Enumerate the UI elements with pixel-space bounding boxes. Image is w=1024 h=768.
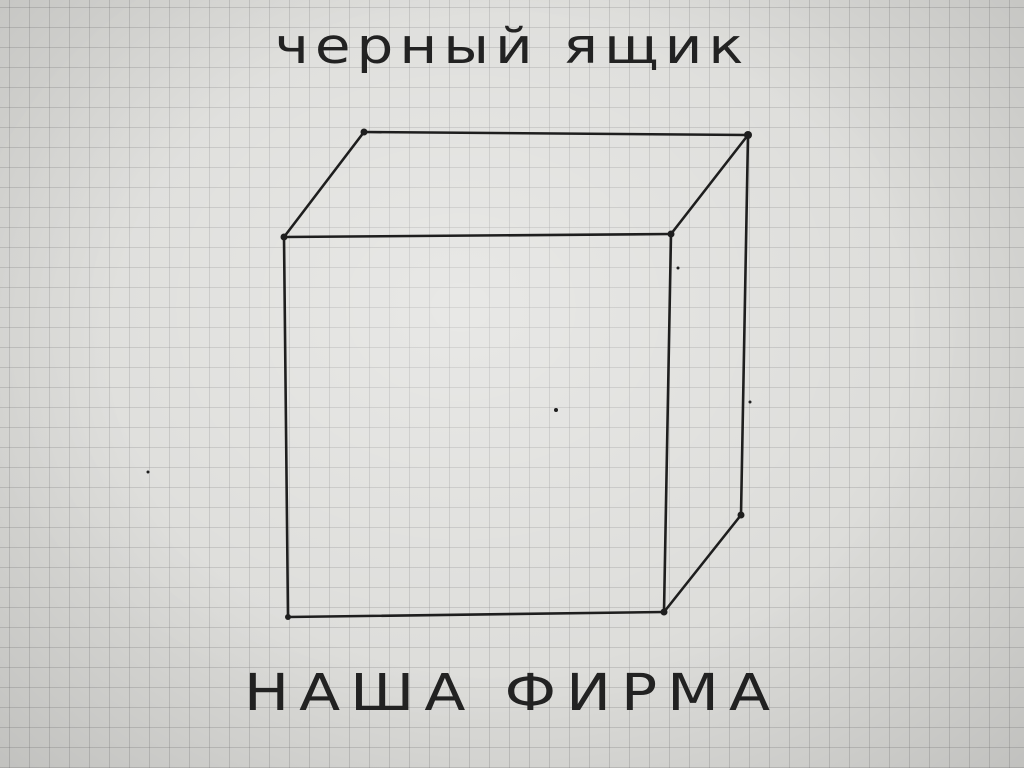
- cube-front-bottom-edge: [286, 610, 666, 619]
- drawing-title: черный ящик: [274, 17, 750, 75]
- cube-vertex: [280, 233, 288, 241]
- cube-top-back-edge: [362, 130, 750, 137]
- pen-mark: [554, 408, 558, 412]
- cube-top-right-edge: [669, 133, 750, 236]
- cube-vertex: [667, 230, 675, 238]
- cube-bottom-right-edge: [662, 513, 743, 614]
- cube-front-top-edge: [282, 232, 673, 239]
- cube-front-right-edge: [662, 232, 673, 614]
- cube-vertex: [285, 614, 291, 620]
- pen-mark: [676, 266, 680, 270]
- cube-vertex: [360, 128, 368, 136]
- pen-mark: [146, 470, 150, 474]
- drawing-caption: НАША ФИРМА: [244, 663, 780, 723]
- cube-vertex: [660, 608, 668, 616]
- pen-mark: [748, 400, 752, 404]
- cube-front-left-edge: [282, 235, 290, 619]
- cube-vertex: [744, 131, 752, 139]
- cube-top-left-edge: [282, 130, 366, 239]
- cube-vertex: [737, 511, 745, 519]
- cube-back-right-edge: [739, 133, 750, 517]
